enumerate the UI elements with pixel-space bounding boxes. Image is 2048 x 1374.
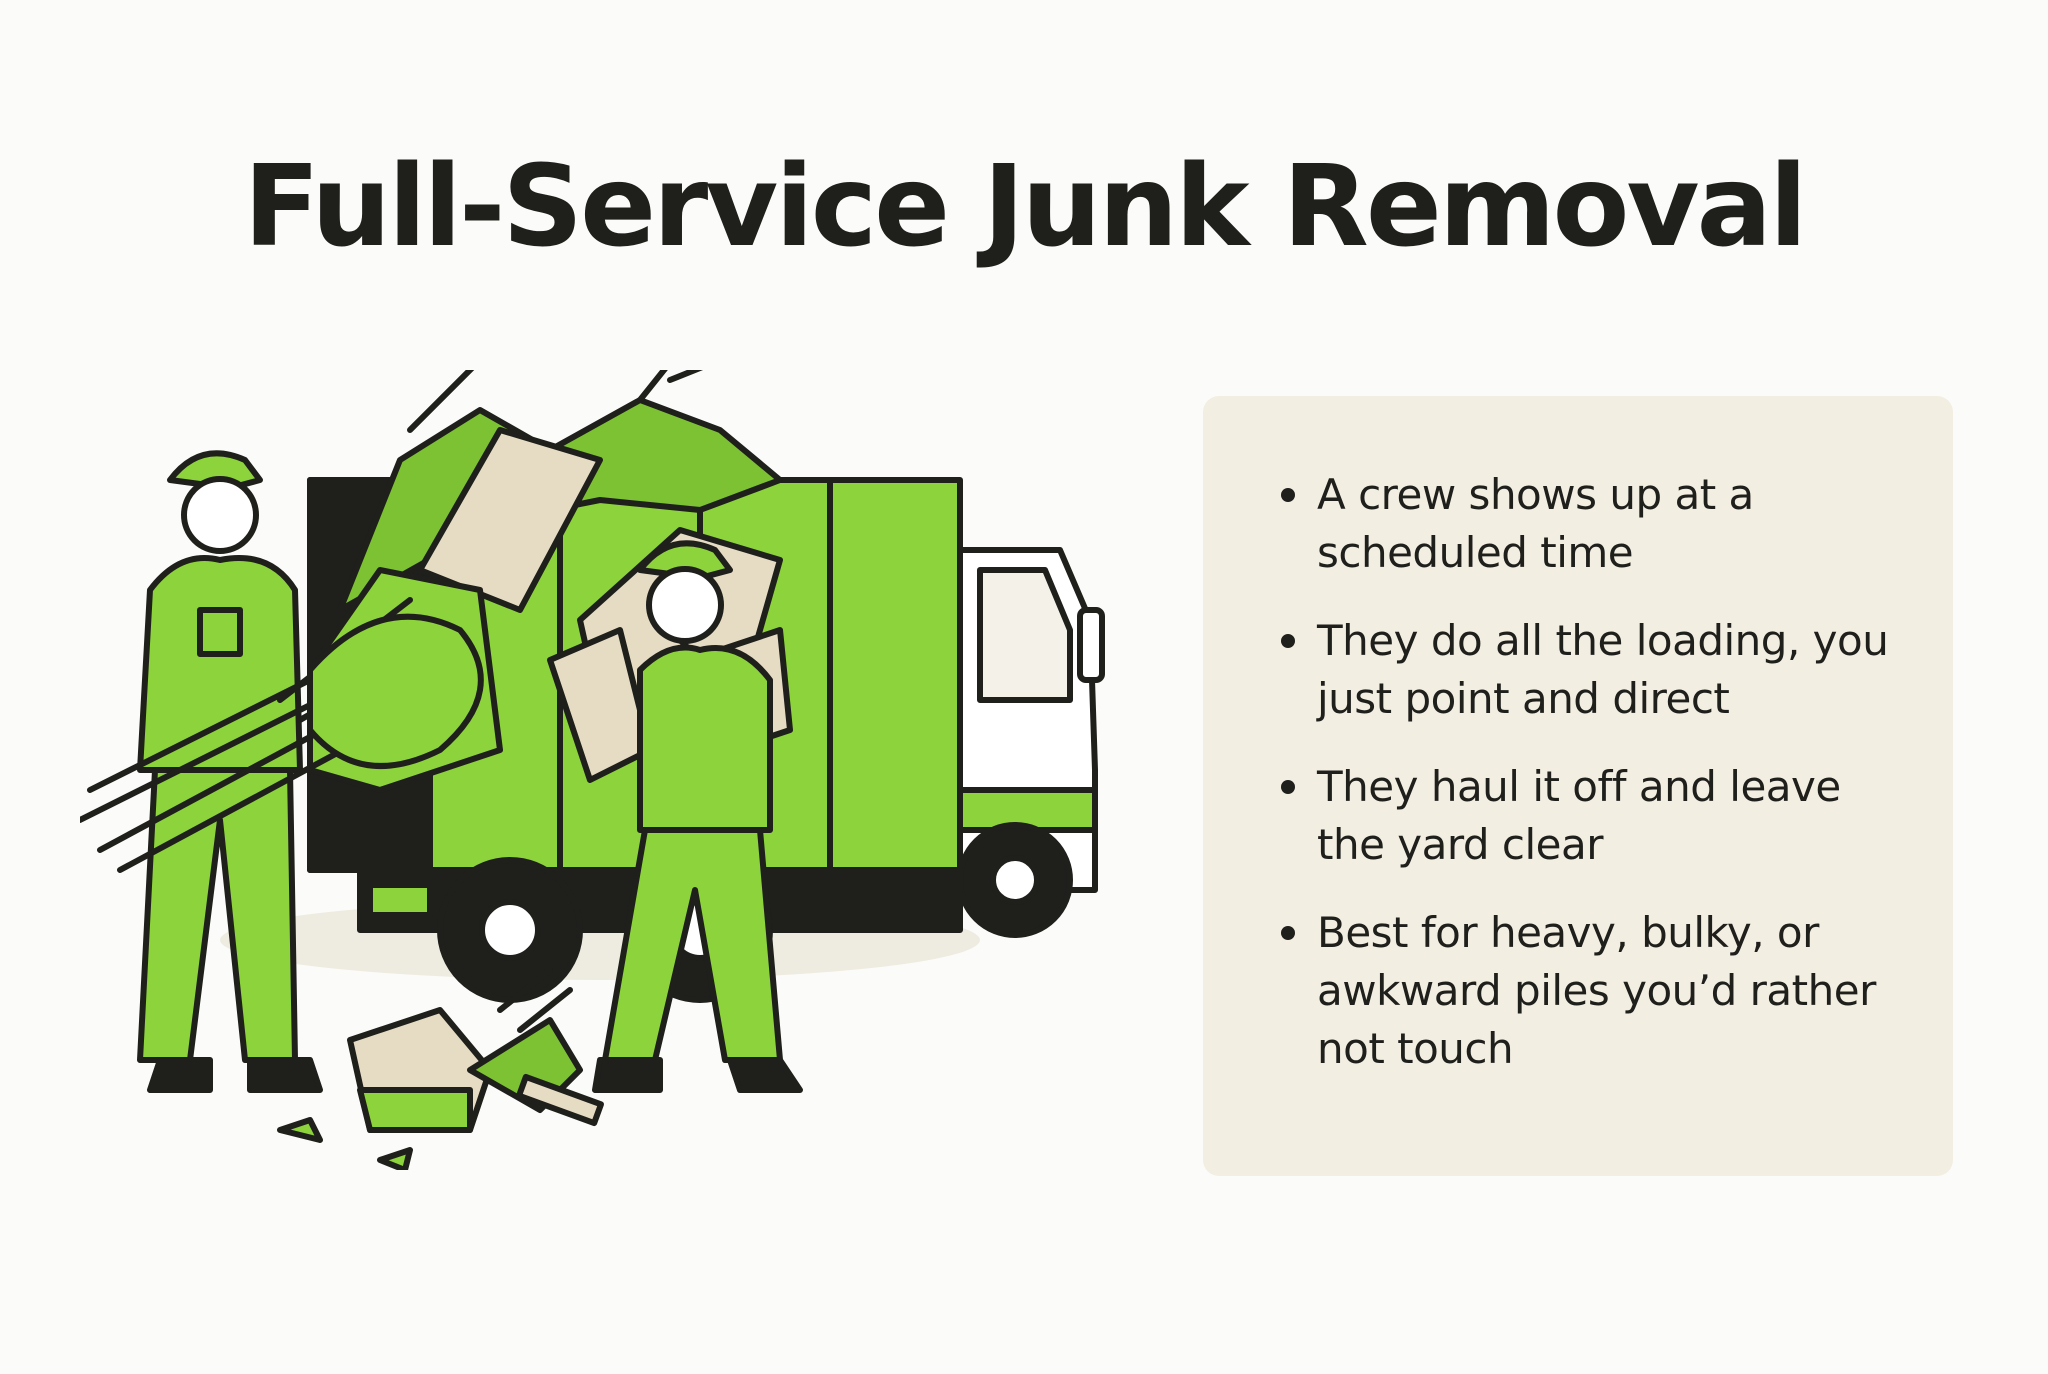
page-title: Full-Service Junk Removal bbox=[243, 142, 1808, 272]
bullet-dot-icon bbox=[1281, 926, 1295, 940]
bullet-text: Best for heavy, bulky, or awkward piles … bbox=[1317, 908, 1876, 1073]
bullet-list: A crew shows up at a scheduled time They… bbox=[1281, 466, 1913, 1078]
bullet-text: They haul it off and leave the yard clea… bbox=[1317, 762, 1841, 869]
branches-icon bbox=[80, 597, 484, 873]
bullet-item: A crew shows up at a scheduled time bbox=[1281, 466, 1913, 582]
bullet-item: They do all the loading, you just point … bbox=[1281, 612, 1913, 728]
bullet-text: A crew shows up at a scheduled time bbox=[1317, 470, 1754, 577]
bullet-item: Best for heavy, bulky, or awkward piles … bbox=[1281, 904, 1913, 1078]
bullet-dot-icon bbox=[1281, 634, 1295, 648]
bullet-dot-icon bbox=[1281, 488, 1295, 502]
broken-pot-icon bbox=[277, 967, 605, 1170]
junk-removal-illustration bbox=[80, 370, 1140, 1170]
info-panel: A crew shows up at a scheduled time They… bbox=[1203, 396, 1953, 1176]
bullet-dot-icon bbox=[1281, 780, 1295, 794]
bullet-item: They haul it off and leave the yard clea… bbox=[1281, 758, 1913, 874]
bullet-text: They do all the loading, you just point … bbox=[1317, 616, 1889, 723]
truck-cab-icon bbox=[957, 547, 1105, 938]
worker-left-icon bbox=[137, 450, 323, 1093]
worker-right-icon bbox=[592, 540, 803, 1093]
